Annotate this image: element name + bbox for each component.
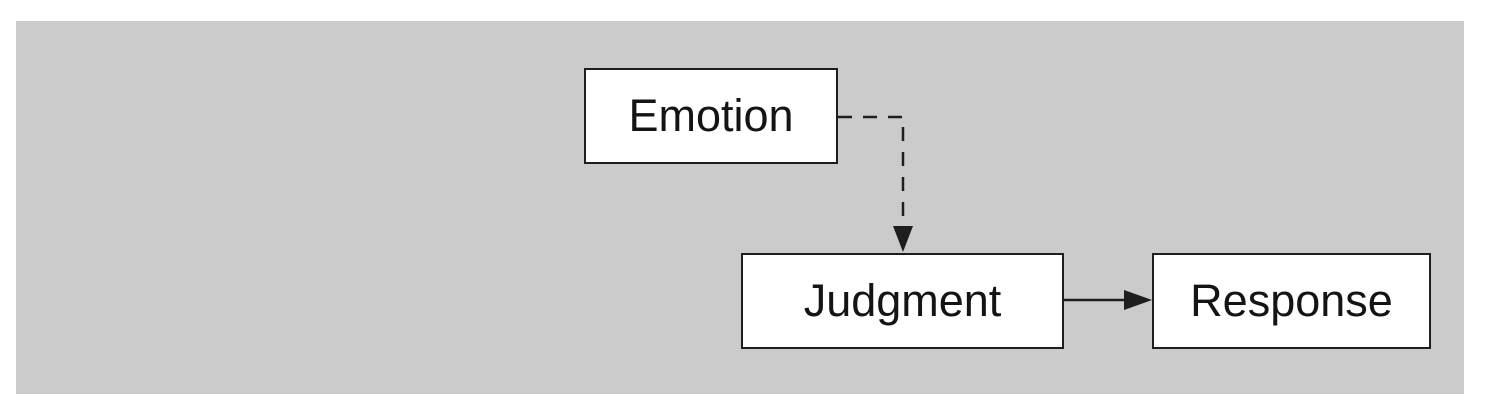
node-response-label: Response bbox=[1190, 275, 1393, 326]
node-emotion: Emotion bbox=[584, 68, 838, 164]
node-emotion-label: Emotion bbox=[628, 90, 794, 141]
node-judgment: Judgment bbox=[741, 253, 1064, 349]
node-response: Response bbox=[1152, 253, 1431, 349]
node-judgment-label: Judgment bbox=[803, 275, 1002, 326]
